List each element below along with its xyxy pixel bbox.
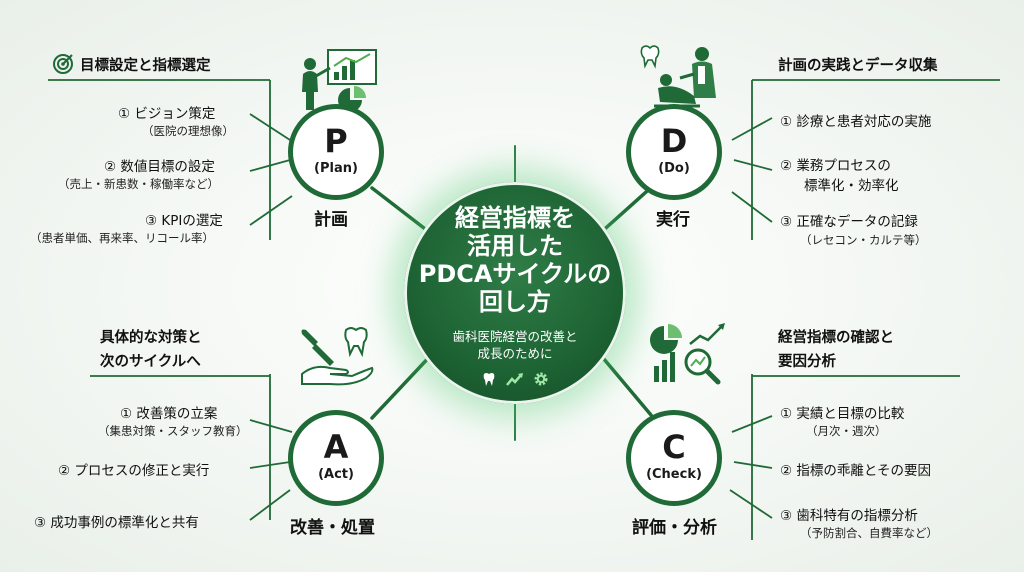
center-subtitle-line: 歯科医院経営の改善と: [452, 329, 578, 344]
gear-icon: [534, 372, 548, 385]
do-english-label: (Do): [658, 161, 690, 176]
check-phase-circle: C (Check): [626, 410, 722, 506]
center-subtitle-line: 成長のために: [477, 346, 553, 361]
plan-phase-circle: P (Plan): [288, 104, 384, 200]
act-item-1: ① 改善策の立案: [120, 406, 218, 422]
do-item-1: ① 診療と患者対応の実施: [780, 114, 932, 130]
check-item-1: ① 実績と目標の比較: [780, 406, 905, 422]
target-icon: [53, 54, 73, 74]
act-item-1-sub: （集患対策・スタッフ教育）: [98, 424, 248, 438]
center-title-circle: 経営指標を 活用した PDCAサイクルの 回し方 歯科医院経営の改善と 成長のた…: [404, 182, 626, 404]
act-heading-line-1: 具体的な対策と: [100, 330, 202, 346]
center-title-line: 回し方: [479, 288, 551, 316]
do-item-2: ② 業務プロセスの: [780, 158, 891, 174]
plan-item-2: ② 数値目標の設定: [104, 159, 215, 175]
act-heading-line-2: 次のサイクルへ: [100, 354, 201, 370]
check-item-2: ② 指標の乖離とその要因: [780, 463, 931, 479]
act-letter: A: [323, 428, 349, 466]
act-phase-circle: A (Act): [288, 410, 384, 506]
check-japanese-label: 評価・分析: [632, 518, 717, 538]
do-japanese-label: 実行: [656, 210, 690, 230]
center-title-line: PDCAサイクルの: [418, 260, 612, 288]
act-english-label: (Act): [318, 467, 354, 482]
check-item-3-sub: （予防割合、自費率など）: [800, 526, 938, 540]
wrench-tooth-hand-icon: [301, 327, 374, 386]
check-item-3: ③ 歯科特有の指標分析: [780, 508, 918, 524]
plan-item-2-sub: （売上・新患数・稼働率など）: [58, 177, 219, 191]
center-icons: [404, 368, 626, 387]
act-japanese-label: 改善・処置: [290, 518, 375, 538]
do-item-3: ③ 正確なデータの記録: [780, 214, 918, 230]
plan-item-3-sub: （患者単価、再来率、リコール率）: [30, 231, 214, 245]
charts-magnifier-icon: [650, 323, 725, 385]
tooth-icon: [483, 372, 495, 386]
check-heading-line-2: 要因分析: [778, 354, 836, 370]
check-english-label: (Check): [646, 467, 702, 482]
center-title: 経営指標を 活用した PDCAサイクルの 回し方: [404, 204, 626, 316]
check-heading-line-1: 経営指標の確認と: [778, 330, 894, 346]
act-item-3: ③ 成功事例の標準化と共有: [34, 515, 199, 531]
center-title-line: 活用した: [467, 232, 563, 260]
do-heading: 計画の実践とデータ収集: [778, 58, 938, 74]
plan-letter: P: [324, 122, 348, 160]
check-item-1-sub: （月次・週次）: [806, 424, 887, 438]
plan-item-1-sub: （医院の理想像）: [142, 124, 234, 138]
center-title-line: 経営指標を: [455, 204, 575, 232]
do-letter: D: [660, 122, 688, 160]
dentist-patient-icon: [640, 45, 716, 108]
plan-heading: 目標設定と指標選定: [80, 58, 211, 74]
trend-arrow-icon: [506, 372, 523, 386]
center-subtitle: 歯科医院経営の改善と 成長のために: [404, 328, 626, 362]
plan-english-label: (Plan): [314, 161, 358, 176]
presenter-chart-icon: [302, 49, 377, 112]
do-phase-circle: D (Do): [626, 104, 722, 200]
do-item-3-sub: （レセコン・カルテ等）: [800, 233, 927, 247]
plan-item-1: ① ビジョン策定: [118, 106, 216, 122]
plan-item-3: ③ KPIの選定: [145, 213, 223, 229]
plan-japanese-label: 計画: [314, 210, 348, 230]
check-letter: C: [662, 428, 686, 466]
do-item-2-sub: 標準化・効率化: [804, 178, 899, 194]
act-item-2: ② プロセスの修正と実行: [58, 463, 210, 479]
